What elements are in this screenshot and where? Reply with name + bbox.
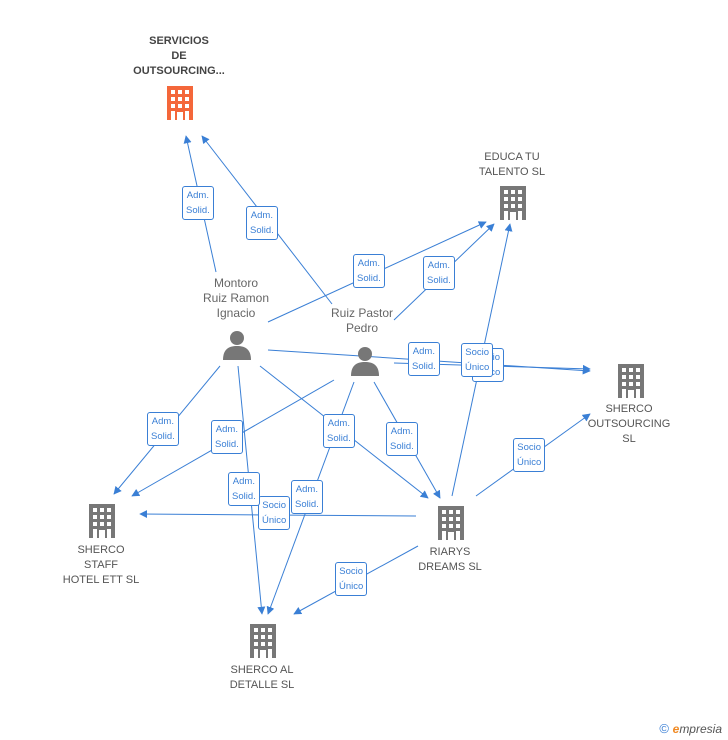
- company-label-educa[interactable]: EDUCA TU TALENTO SL: [479, 150, 545, 180]
- label-line: Pedro: [345, 321, 379, 335]
- label-line: SHERCO AL: [230, 664, 294, 676]
- badge-line: Adm.: [295, 484, 318, 495]
- label-line: TALENTO SL: [478, 166, 546, 178]
- badge-line: Socio: [465, 347, 490, 358]
- badge-line: Solid.: [186, 205, 210, 216]
- empresia-logo: empresia: [673, 722, 722, 736]
- relation-badge-adm-solid[interactable]: Adm. Solid.: [147, 412, 179, 446]
- relation-badge-adm-solid[interactable]: Adm. Solid.: [323, 414, 355, 448]
- relation-badge-adm-solid[interactable]: Adm. Solid.: [291, 480, 323, 514]
- badge-line: Único: [465, 362, 490, 373]
- label-line: DETALLE SL: [229, 679, 295, 691]
- person-icon[interactable]: [351, 347, 379, 376]
- badge-line: Adm.: [186, 190, 209, 201]
- copyright-symbol: ©: [659, 721, 669, 736]
- badge-line: Único: [517, 457, 542, 468]
- badge-line: Solid.: [390, 441, 414, 452]
- badge-line: Solid.: [327, 433, 351, 444]
- relation-badge-socio-unico[interactable]: Socio Único: [461, 343, 494, 377]
- relation-badge-socio-unico[interactable]: Socio Único: [258, 496, 291, 530]
- building-icon[interactable]: [618, 364, 644, 398]
- relation-badge-adm-solid[interactable]: Adm. Solid.: [353, 254, 385, 288]
- label-line: OUTSOURCING: [587, 418, 671, 430]
- badge-line: Adm.: [151, 416, 174, 427]
- label-line: RIARYS: [429, 546, 471, 558]
- empresia-logo-text: mpresia: [679, 722, 722, 736]
- company-label-sherco-al-detalle[interactable]: SHERCO AL DETALLE SL: [230, 663, 295, 693]
- empresia-logo-initial: e: [672, 722, 680, 736]
- label-line: HOTEL ETT SL: [62, 574, 140, 586]
- company-label-riarys[interactable]: RIARYS DREAMS SL: [418, 545, 482, 575]
- label-line: Ignacio: [216, 306, 256, 320]
- label-line: SHERCO: [77, 544, 125, 556]
- company-label-servicios[interactable]: SERVICIOS DE OUTSOURCING...: [133, 34, 225, 79]
- badge-line: Adm.: [412, 346, 435, 357]
- relation-badge-adm-solid[interactable]: Adm. Solid.: [246, 206, 278, 240]
- badge-line: Solid.: [412, 361, 436, 372]
- building-icon[interactable]: [500, 186, 526, 220]
- copyright-footer: © empresia: [659, 721, 722, 736]
- label-line: DREAMS SL: [418, 561, 482, 573]
- badge-line: Solid.: [151, 431, 175, 442]
- person-label-montoro[interactable]: Montoro Ruiz Ramon Ignacio: [203, 276, 269, 321]
- label-line: Ruiz Ramon: [202, 291, 270, 305]
- badge-line: Único: [339, 581, 364, 592]
- label-line: Montoro: [213, 276, 259, 290]
- relation-badge-adm-solid[interactable]: Adm. Solid.: [408, 342, 440, 376]
- building-icon[interactable]: [250, 624, 276, 658]
- person-icon[interactable]: [223, 331, 251, 360]
- relation-badge-adm-solid[interactable]: Adm. Solid.: [423, 256, 455, 290]
- relation-badge-adm-solid[interactable]: Adm. Solid.: [228, 472, 260, 506]
- badge-line: Único: [262, 515, 287, 526]
- badge-line: Adm.: [232, 476, 255, 487]
- badge-line: Adm.: [427, 260, 450, 271]
- relation-badge-socio-unico[interactable]: Socio Único: [335, 562, 368, 596]
- relation-badge-adm-solid[interactable]: Adm. Solid.: [211, 420, 243, 454]
- building-icon[interactable]: [167, 86, 193, 120]
- label-line: SL: [622, 433, 636, 445]
- badge-line: Adm.: [357, 258, 380, 269]
- badge-line: Socio: [517, 442, 542, 453]
- label-line: SERVICIOS: [149, 35, 209, 47]
- badge-line: Adm.: [390, 426, 413, 437]
- badge-line: Solid.: [215, 439, 239, 450]
- company-label-sherco-staff[interactable]: SHERCO STAFF HOTEL ETT SL: [63, 543, 139, 588]
- label-line: EDUCA TU: [484, 151, 540, 163]
- label-line: SHERCO: [605, 403, 653, 415]
- relation-badge-adm-solid[interactable]: Adm. Solid.: [386, 422, 418, 456]
- building-icon[interactable]: [438, 506, 464, 540]
- label-line: STAFF: [83, 559, 119, 571]
- badge-line: Socio: [262, 500, 287, 511]
- company-label-sherco-outsourcing[interactable]: SHERCO OUTSOURCING SL: [588, 402, 671, 447]
- relation-badge-socio-unico[interactable]: Socio Único: [513, 438, 546, 472]
- badge-line: Solid.: [427, 275, 451, 286]
- label-line: Ruiz Pastor: [330, 306, 394, 320]
- badge-line: Socio: [339, 566, 364, 577]
- badge-line: Solid.: [232, 491, 256, 502]
- building-icon[interactable]: [89, 504, 115, 538]
- badge-line: Solid.: [250, 225, 274, 236]
- person-label-ruiz-pastor[interactable]: Ruiz Pastor Pedro: [331, 306, 393, 336]
- badge-line: Solid.: [357, 273, 381, 284]
- label-line: DE: [171, 50, 187, 62]
- relation-badge-adm-solid[interactable]: Adm. Solid.: [182, 186, 214, 220]
- label-line: OUTSOURCING...: [133, 65, 225, 77]
- badge-line: Solid.: [295, 499, 319, 510]
- badge-line: Adm.: [250, 210, 273, 221]
- badge-line: Adm.: [215, 424, 238, 435]
- badge-line: Adm.: [327, 418, 350, 429]
